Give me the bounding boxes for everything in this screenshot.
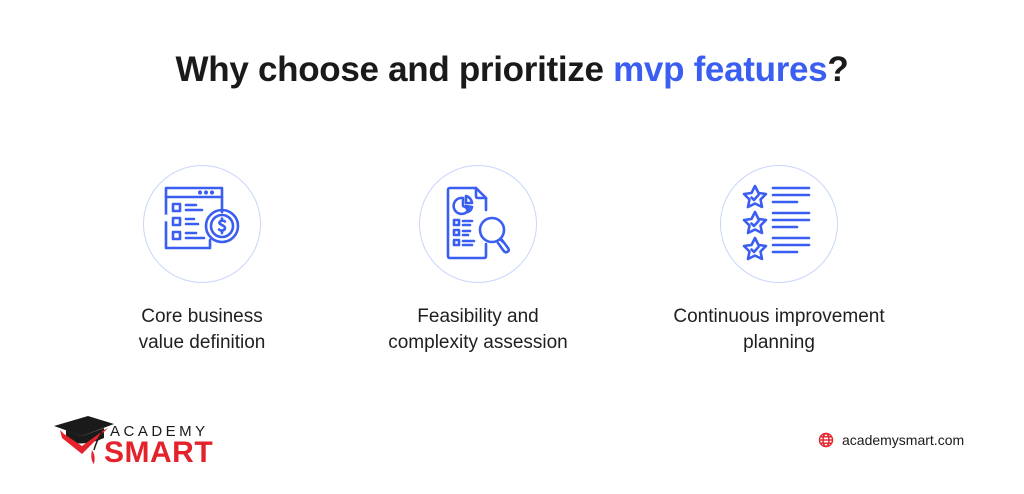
feature-label: Core business value definition (52, 304, 352, 356)
feature-label-line1: Feasibility and (417, 306, 539, 327)
page-title: Why choose and prioritize mvp features? (0, 50, 1024, 90)
feature-icon-circle (143, 165, 261, 283)
feature-label-line2: planning (743, 332, 815, 353)
academy-smart-logo: ACADEMY SMART (52, 414, 222, 474)
feature-label-line1: Core business (141, 306, 263, 327)
graduation-cap-icon (54, 416, 114, 464)
feature-label-line1: Continuous improvement (673, 306, 885, 327)
logo-text-academy: ACADEMY (110, 423, 209, 440)
title-suffix: ? (827, 50, 849, 89)
feature-core-business-value: Core business value definition (52, 165, 352, 356)
feature-label-line2: complexity assession (388, 332, 568, 353)
feature-label-line2: value definition (138, 332, 266, 353)
feature-label: Feasibility and complexity assession (328, 304, 628, 356)
website-text[interactable]: academysmart.com (842, 432, 965, 448)
website-link[interactable]: academysmart.com (818, 432, 964, 448)
title-accent: mvp features (613, 50, 828, 89)
globe-icon (818, 432, 834, 448)
feature-feasibility-complexity: Feasibility and complexity assession (328, 165, 628, 356)
logo-text-smart: SMART (104, 436, 214, 469)
checklist-dollar-icon (164, 186, 240, 250)
feature-label: Continuous improvement planning (629, 304, 929, 356)
title-prefix: Why choose and prioritize (175, 50, 614, 89)
star-list-icon (742, 184, 811, 261)
feature-continuous-improvement: Continuous improvement planning (629, 165, 929, 356)
feature-icon-circle (720, 165, 838, 283)
feature-icon-circle (419, 165, 537, 283)
document-magnifier-icon (446, 186, 511, 260)
